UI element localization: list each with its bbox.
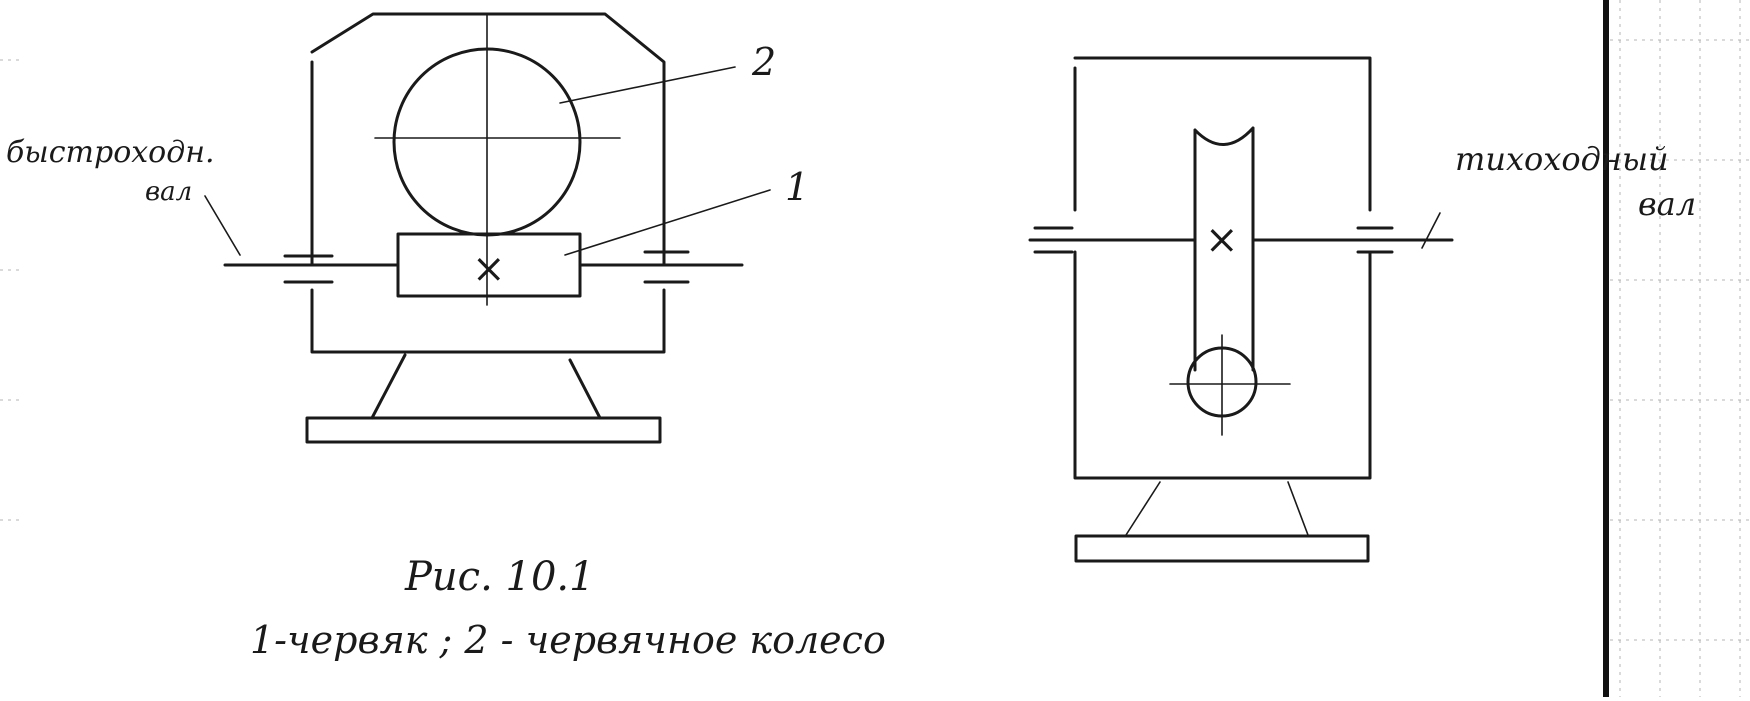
right-bearing bbox=[643, 250, 690, 284]
side-base bbox=[1074, 534, 1370, 563]
side-right-bearing bbox=[1356, 226, 1394, 254]
fast-shaft-label-2: вал bbox=[145, 177, 192, 207]
front-base bbox=[305, 416, 662, 444]
callout-line-1 bbox=[564, 189, 771, 256]
slow-shaft-label-2: вал bbox=[1638, 185, 1696, 223]
side-stand bbox=[1125, 481, 1309, 536]
callout-line-slow bbox=[1421, 212, 1441, 249]
callout-line-fast bbox=[204, 195, 241, 256]
side-view bbox=[1028, 56, 1454, 563]
side-left-bearing bbox=[1033, 226, 1074, 254]
callout-line-2 bbox=[559, 66, 736, 104]
front-housing bbox=[310, 12, 666, 354]
figure-caption: Рис. 10.1 bbox=[404, 554, 595, 600]
callout-label-2: 2 bbox=[751, 40, 776, 84]
slow-shaft-label: тихоходный bbox=[1455, 140, 1669, 178]
wheel-edge bbox=[1193, 126, 1255, 372]
fast-shaft-label: быстроходн. bbox=[6, 135, 215, 170]
worm-mark: × bbox=[472, 246, 506, 292]
callout-label-1: 1 bbox=[785, 165, 809, 209]
wheel-mark: × bbox=[1205, 217, 1239, 263]
front-stand bbox=[370, 353, 602, 420]
left-bearing bbox=[283, 254, 334, 284]
side-housing bbox=[1073, 56, 1372, 480]
front-view bbox=[204, 12, 771, 444]
figure-legend: 1-червяк ; 2 - червячное колесо bbox=[250, 618, 886, 662]
